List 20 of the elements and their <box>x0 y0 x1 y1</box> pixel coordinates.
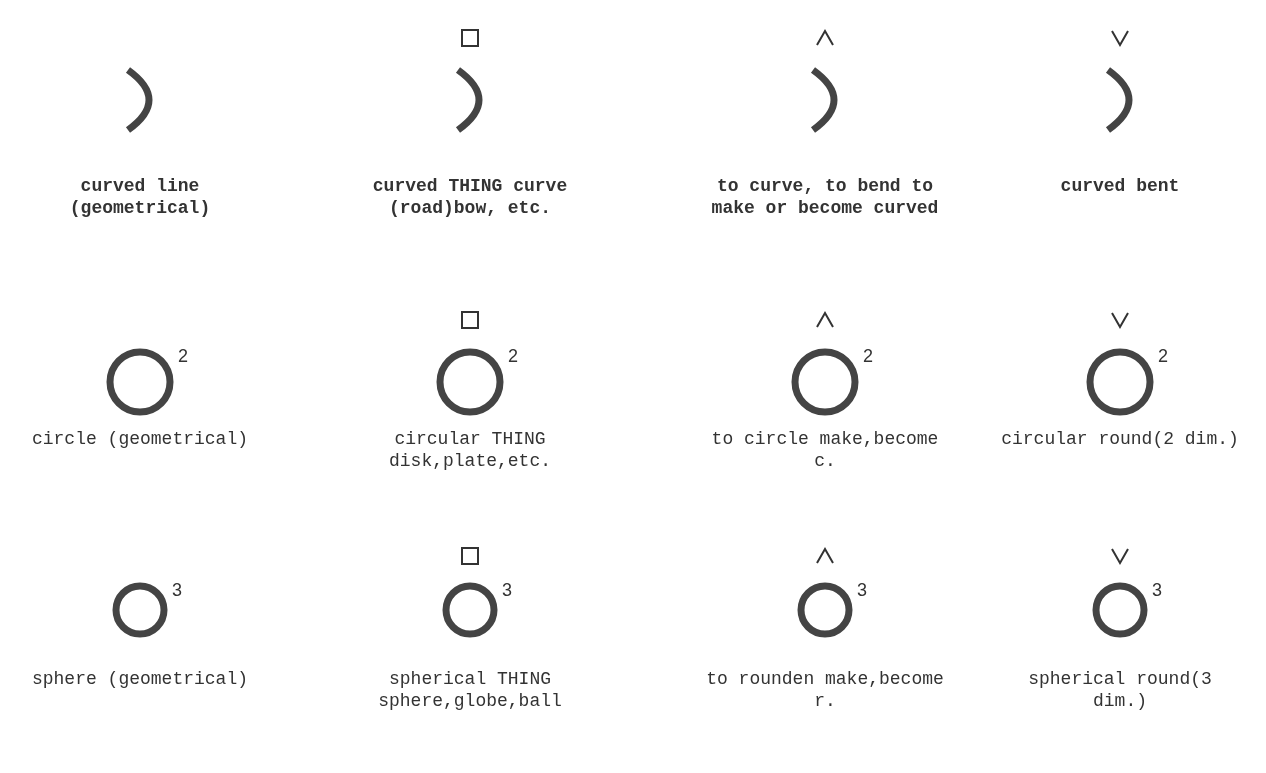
superscript-number: 2 <box>508 346 518 367</box>
superscript-number: 2 <box>863 346 873 367</box>
caption-text: to rounden make,become r. <box>705 668 945 712</box>
caption-text: to circle make,become c. <box>710 428 940 472</box>
superscript-number: 2 <box>178 346 188 367</box>
caption-text: curved THING curve (road)bow, etc. <box>371 175 569 219</box>
caption-text: curved line (geometrical) <box>68 175 212 219</box>
caption-text: circular THING disk,plate,etc. <box>388 428 552 472</box>
caption-text: circle (geometrical) <box>30 428 249 450</box>
caption-text: sphere (geometrical) <box>30 668 249 690</box>
superscript-number: 2 <box>1158 346 1168 367</box>
superscript-number: 3 <box>502 580 512 601</box>
caption-text: spherical THING sphere,globe,ball <box>377 668 563 712</box>
caption-text: to curve, to bend to make or become curved <box>710 175 940 219</box>
caption-text: circular round(2 dim.) <box>1000 428 1240 450</box>
superscript-number: 3 <box>172 580 182 601</box>
superscript-number: 3 <box>857 580 867 601</box>
superscript-number: 3 <box>1152 580 1162 601</box>
caption-text: spherical round(3 dim.) <box>1027 668 1213 712</box>
caption-text: curved bent <box>1059 175 1181 197</box>
